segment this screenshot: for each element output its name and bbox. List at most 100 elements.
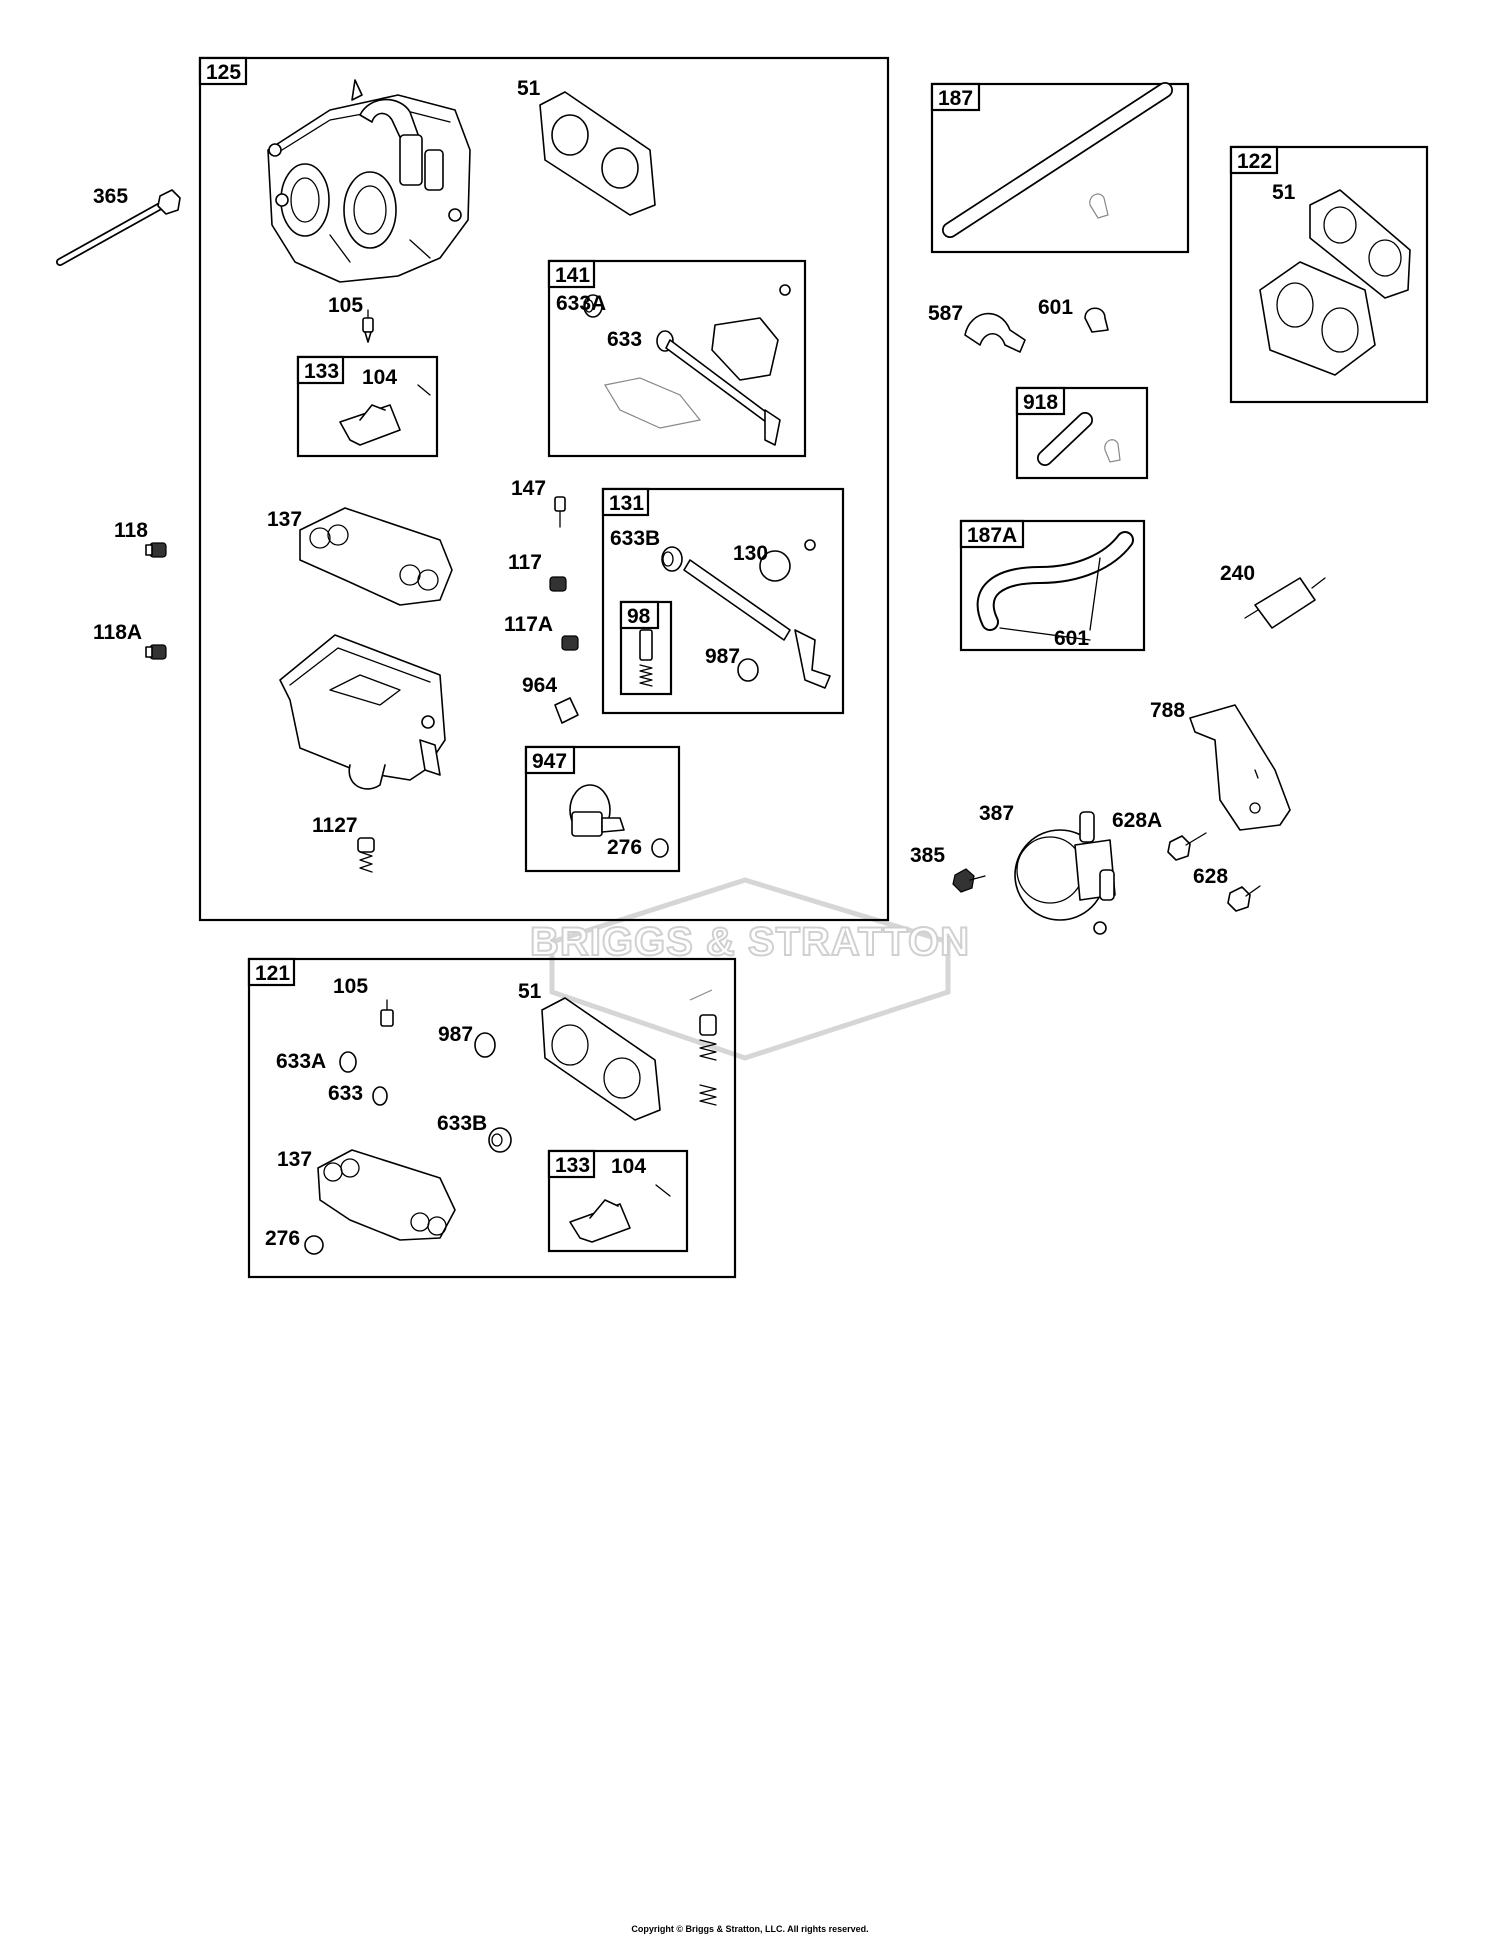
fuel-filter-240-icon (1244, 577, 1326, 629)
fuel-line-187A-icon (976, 531, 1134, 641)
label-117: 117 (508, 551, 542, 574)
shaft-141-icon (604, 284, 791, 446)
sleeve-964-icon (554, 697, 579, 724)
group-box-918 (1015, 386, 1149, 480)
gasket-137-icon (299, 507, 453, 606)
label-118A: 118A (93, 621, 142, 644)
fuel-line-918-icon (1037, 412, 1121, 466)
label-104-kit: 104 (611, 1155, 646, 1178)
label-385: 385 (910, 844, 945, 867)
label-51-kit: 51 (518, 980, 542, 1003)
float-133-kit-icon (569, 1184, 671, 1243)
group-box-187A (959, 519, 1146, 652)
label-788: 788 (1150, 699, 1185, 722)
group-label-133-lower: 133 (555, 1154, 590, 1177)
group-label-98: 98 (627, 605, 651, 628)
needle-valve-kit-icon (689, 989, 717, 1106)
group-box-187 (930, 82, 1190, 254)
label-964: 964 (522, 674, 557, 697)
screw-spring-98-icon (639, 629, 653, 687)
plug-117-icon (549, 576, 567, 592)
seal-276-kit-icon (304, 1235, 324, 1255)
plug-118-icon (145, 542, 167, 558)
carburetor-body-icon (267, 79, 471, 283)
seal-633B-kit-icon (488, 1127, 512, 1153)
label-276-upper: 276 (607, 836, 642, 859)
bolt-628A-icon (1167, 832, 1207, 861)
bushing-633-kit-icon (372, 1086, 388, 1106)
label-628: 628 (1193, 865, 1228, 888)
needle-105-kit-icon (380, 999, 394, 1027)
float-bowl-icon (279, 634, 446, 790)
group-label-125: 125 (206, 61, 241, 84)
label-587: 587 (928, 302, 963, 325)
label-628A: 628A (1112, 809, 1162, 832)
label-633-upper: 633 (607, 328, 642, 351)
fuel-pump-387-icon (1014, 811, 1116, 935)
gasket-spacer-122-icon (1259, 189, 1411, 376)
group-label-947: 947 (532, 750, 567, 773)
bushing-633A-kit-icon (339, 1051, 357, 1073)
plug-117A-icon (561, 635, 579, 651)
bracket-788-icon (1189, 704, 1291, 831)
label-104-upper: 104 (362, 366, 397, 389)
group-box-131 (601, 487, 845, 715)
copyright-notice: Copyright © Briggs & Stratton, LLC. All … (631, 1924, 869, 1934)
label-130: 130 (733, 542, 768, 565)
label-601-lower: 601 (1054, 627, 1089, 650)
bushing-633A-icon (583, 294, 603, 318)
screw-147-icon (554, 496, 566, 528)
plug-118A-icon (145, 644, 167, 660)
label-633B-upper: 633B (610, 527, 660, 550)
label-105-kit: 105 (333, 975, 368, 998)
group-label-133-upper: 133 (304, 360, 339, 383)
group-label-918: 918 (1023, 391, 1058, 414)
group-box-133-upper (296, 355, 439, 458)
bolt-365-icon (56, 189, 181, 266)
label-117A: 117A (504, 613, 553, 636)
label-1127: 1127 (312, 814, 358, 837)
group-label-141: 141 (555, 264, 590, 287)
gasket-51-icon (539, 91, 656, 216)
gasket-51-kit-icon (541, 997, 661, 1121)
group-box-947 (524, 745, 681, 873)
watermark-text: BRIGGS & STRATTON (530, 920, 970, 964)
label-137-upper: 137 (267, 508, 302, 531)
label-105-upper: 105 (328, 294, 363, 317)
group-label-131: 131 (609, 492, 644, 515)
label-147: 147 (511, 477, 546, 500)
label-51-right: 51 (1272, 181, 1296, 204)
solenoid-947-icon (569, 784, 669, 858)
screw-1127-icon (357, 837, 375, 873)
group-label-122: 122 (1237, 150, 1272, 173)
watermark-logo: BRIGGS & STRATTON (529, 877, 970, 1061)
throttle-shaft-131-icon (661, 539, 831, 689)
label-601-upper: 601 (1038, 296, 1073, 319)
label-240: 240 (1220, 562, 1255, 585)
label-633A-kit: 633A (276, 1050, 326, 1073)
label-276-kit: 276 (265, 1227, 300, 1250)
group-box-125 (198, 56, 890, 922)
fuel-line-187-icon (942, 82, 1173, 238)
float-133-icon (339, 384, 431, 446)
group-label-187: 187 (938, 87, 973, 110)
group-label-187A: 187A (967, 524, 1017, 547)
label-633B-kit: 633B (437, 1112, 487, 1135)
gasket-137-kit-icon (317, 1149, 456, 1241)
group-box-133-lower (547, 1149, 689, 1253)
needle-105-icon (362, 309, 374, 343)
clamp-587-icon (964, 312, 1026, 353)
group-box-122 (1229, 145, 1429, 404)
group-box-121 (247, 957, 737, 1279)
group-label-121: 121 (255, 962, 290, 985)
label-51-upper: 51 (517, 77, 541, 100)
label-365: 365 (93, 185, 128, 208)
label-387: 387 (979, 802, 1014, 825)
label-118: 118 (114, 519, 148, 542)
group-box-141 (547, 259, 807, 458)
label-633A-upper: 633A (556, 292, 606, 315)
screw-385-icon (952, 868, 986, 893)
label-987-kit: 987 (438, 1023, 473, 1046)
clamp-601-icon (1084, 307, 1109, 333)
